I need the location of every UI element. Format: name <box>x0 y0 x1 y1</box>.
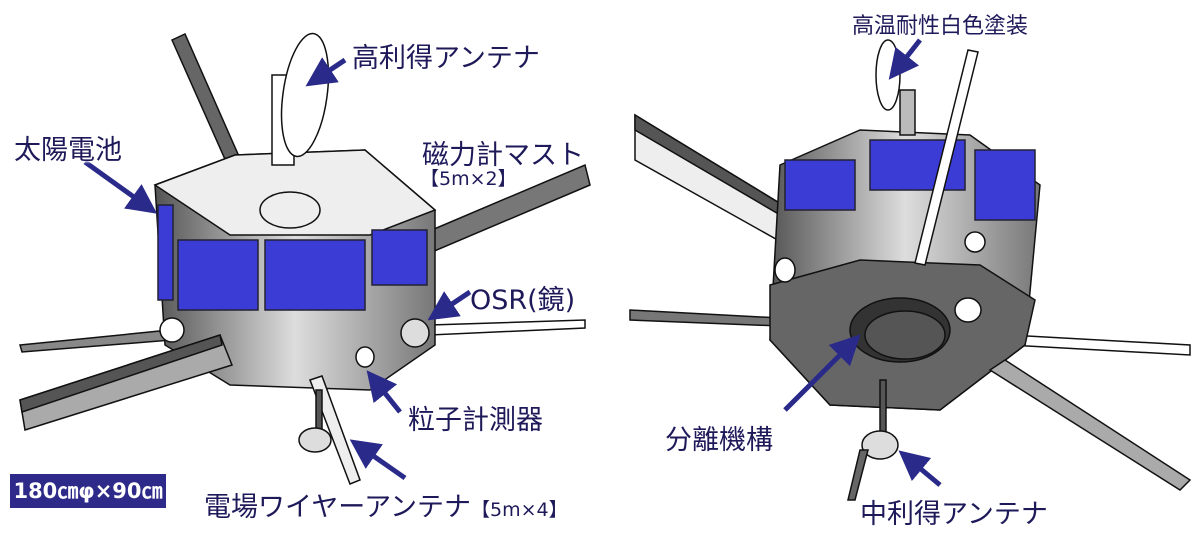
right-satellite <box>629 39 1192 501</box>
dimensions-badge: 180㎝φ×90㎝ <box>10 474 166 508</box>
label-high-gain-antenna: 高利得アンテナ <box>352 43 540 74</box>
magnetometer-boom-upper <box>171 32 247 176</box>
label-medium-gain-antenna: 中利得アンテナ <box>860 499 1048 530</box>
label-separation-mechanism: 分離機構 <box>665 425 773 456</box>
callout-arrows <box>83 38 942 487</box>
label-white-coating: 高温耐性白色塗装 <box>852 14 1029 39</box>
label-magnetometer-mast-spec: 【5m×2】 <box>420 168 517 190</box>
left-satellite <box>19 32 591 485</box>
label-osr: OSR(鏡) <box>470 285 576 316</box>
label-solar-cells: 太陽電池 <box>14 135 122 166</box>
wire-antenna-spec: 【5m×4】 <box>471 499 568 521</box>
label-magnetometer-mast: 磁力計マスト <box>422 140 584 171</box>
label-particle-instrument: 粒子計測器 <box>408 405 543 436</box>
label-wire-antenna: 電場ワイヤーアンテナ【5m×4】 <box>204 485 568 524</box>
high-gain-antenna-dish <box>280 32 330 158</box>
wire-antenna-name: 電場ワイヤーアンテナ <box>204 492 472 523</box>
